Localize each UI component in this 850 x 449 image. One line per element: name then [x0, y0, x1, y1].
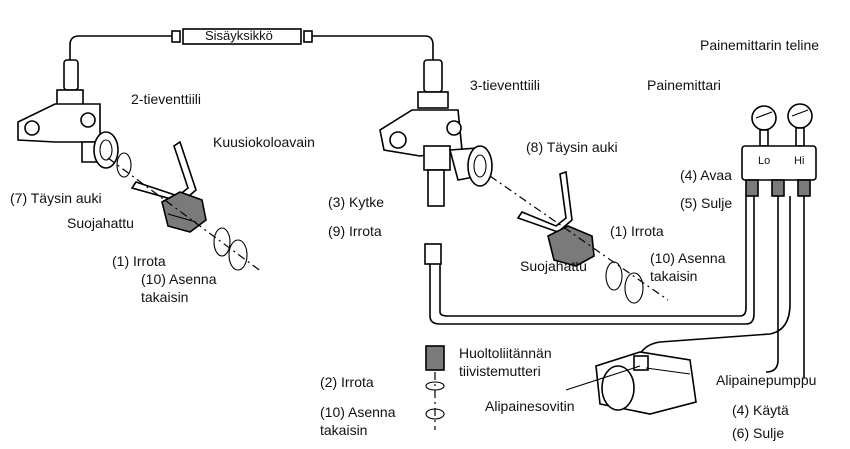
label-full-open-right: (8) Täysin auki [526, 139, 618, 155]
rotate-arrow-right-2 [624, 272, 644, 304]
axis-left [107, 157, 263, 273]
rotate-arrow-right [605, 261, 623, 291]
label-remove-right: (1) Irrota [610, 223, 664, 239]
vacuum-pump [565, 351, 697, 415]
pump-hose [639, 196, 791, 355]
label-indoor-unit: Sisäyksikkö [205, 28, 273, 43]
two-way-valve [17, 59, 132, 178]
label-lo: Lo [758, 155, 770, 167]
label-stop: (6) Sulje [732, 425, 784, 441]
label-reinstall-left-2: takaisin [141, 289, 188, 305]
rotate-arrow-left [213, 227, 231, 257]
cap-right [547, 225, 595, 267]
label-reinstall-left-1: (10) Asenna [141, 271, 217, 287]
label-gauge: Painemittari [647, 77, 721, 93]
hex-key-right [516, 170, 573, 233]
label-open: (4) Avaa [680, 167, 732, 183]
label-remove-nut: (2) Irrota [320, 374, 374, 390]
label-reinstall-nut-1: (10) Asenna [320, 404, 396, 420]
label-reinstall-nut-2: takaisin [320, 422, 367, 438]
label-hex-key: Kuusiokoloavain [213, 134, 315, 150]
label-adapter: Alipainesovitin [485, 398, 575, 414]
label-gauge-stand: Painemittarin teline [700, 37, 819, 53]
manifold-block [741, 145, 817, 181]
label-remove-left: (1) Irrota [112, 253, 166, 269]
axis-right [489, 175, 669, 301]
label-flare-nut-1: Huoltoliitännän [459, 345, 552, 361]
hex-key-left [130, 140, 197, 203]
label-close: (5) Sulje [680, 195, 732, 211]
label-three-way-valve: 3-tieventtiili [470, 77, 540, 93]
gauge-lo-dial [751, 105, 777, 131]
hose-fitting [424, 243, 442, 265]
label-cap-right: Suojahattu [520, 258, 587, 274]
label-run: (4) Käytä [732, 402, 789, 418]
charge-hose [424, 196, 755, 325]
gauge-hi-dial [787, 103, 813, 129]
label-reinstall-right-2: takaisin [650, 268, 697, 284]
label-full-open-left: (7) Täysin auki [10, 190, 102, 206]
label-flare-nut-2: tiivistemutteri [459, 363, 541, 379]
three-way-valve [379, 59, 493, 207]
gauge-manifold [741, 103, 817, 378]
label-disconnect: (9) Irrota [328, 223, 382, 239]
indoor-unit-box [182, 28, 302, 45]
service-flare-nut [425, 345, 445, 430]
label-cap-left: Suojahattu [67, 215, 134, 231]
indoor-unit-tube [69, 28, 434, 62]
label-connect: (3) Kytke [328, 194, 384, 210]
label-vacuum-pump: Alipainepumppu [716, 372, 816, 388]
label-reinstall-right-1: (10) Asenna [650, 250, 726, 266]
label-two-way-valve: 2-tieventtiili [131, 91, 201, 107]
label-hi: Hi [794, 155, 804, 167]
rotate-arrow-left-2 [228, 239, 248, 271]
